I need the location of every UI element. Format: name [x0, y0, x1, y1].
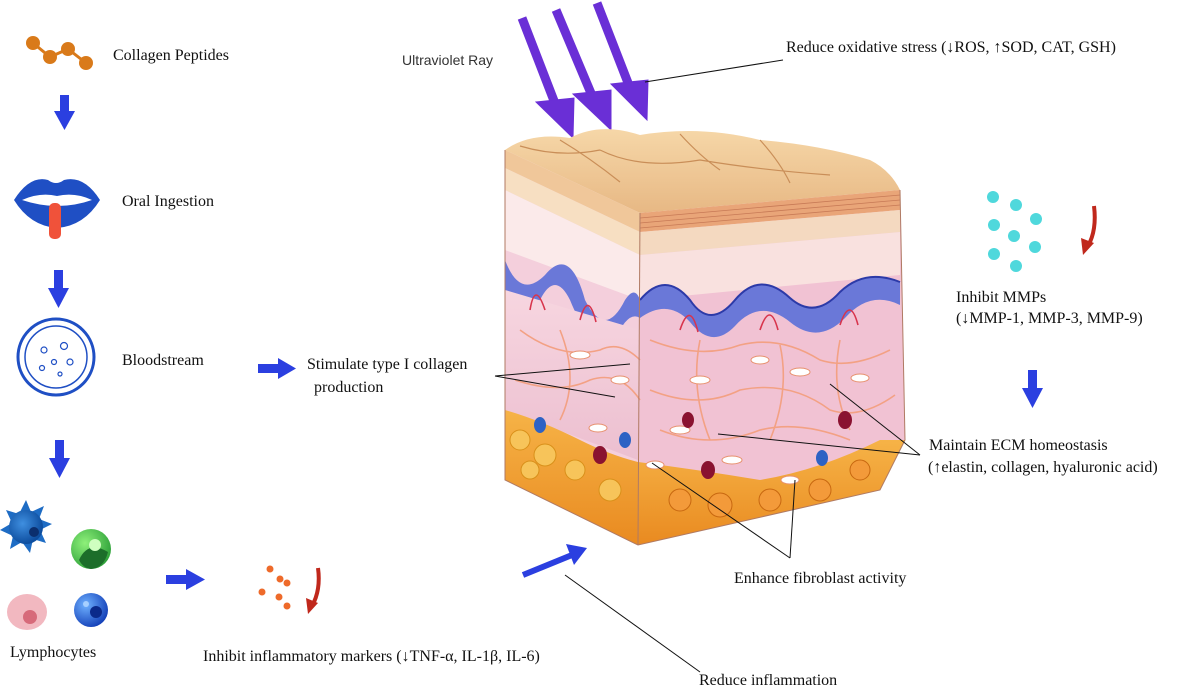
inflammatory-markers-icon [258, 565, 291, 610]
ultraviolet-ray-label: Ultraviolet Ray [402, 52, 494, 68]
right-arrow-icon [166, 569, 205, 590]
lymphocytes-label: Lymphocytes [10, 644, 97, 661]
collagen-production-label-line1: Stimulate type I collagen [307, 356, 468, 373]
uv-ray-arrows-icon [517, 1, 649, 140]
right-arrow-icon [258, 358, 296, 379]
pink-lymphocyte-icon [7, 594, 47, 630]
leader-lines [494, 59, 921, 673]
blood-vessel-icon [16, 317, 96, 397]
down-arrow-icon [48, 270, 69, 308]
green-lymphocyte-icon [71, 529, 111, 569]
skin-cross-section-illustration [504, 129, 906, 546]
ecm-homeostasis-label-line2: (↑elastin, collagen, hyaluronic acid) [928, 459, 1158, 476]
diagonal-arrow-icon [521, 544, 587, 578]
mmp-molecules-icon [987, 191, 1042, 272]
inflammatory-markers-label: Inhibit inflammatory markers (↓TNF-α, IL… [203, 648, 540, 665]
down-arrow-icon [49, 440, 70, 478]
fibroblast-activity-label: Enhance fibroblast activity [734, 570, 907, 587]
decrease-arrow-icon [1081, 205, 1097, 255]
collagen-production-label-line2: production [314, 379, 384, 396]
lips-icon [14, 179, 100, 239]
oral-ingestion-label: Oral Ingestion [122, 193, 214, 210]
oxidative-stress-label: Reduce oxidative stress (↓ROS, ↑SOD, CAT… [786, 39, 1116, 56]
macrophage-icon [0, 500, 52, 553]
down-arrow-icon [54, 95, 75, 130]
down-arrow-icon [1022, 370, 1043, 408]
inhibit-mmps-label-line1: Inhibit MMPs [956, 289, 1047, 306]
collagen-peptides-icon [26, 36, 93, 70]
bloodstream-label: Bloodstream [122, 352, 204, 369]
ecm-homeostasis-label-line1: Maintain ECM homeostasis [929, 437, 1108, 454]
reduce-inflammation-label: Reduce inflammation [699, 672, 838, 687]
inhibit-mmps-label-line2: (↓MMP-1, MMP-3, MMP-9) [956, 310, 1143, 327]
decrease-arrow-icon [306, 567, 321, 614]
blue-lymphocyte-icon [74, 593, 108, 627]
collagen-peptides-label: Collagen Peptides [113, 47, 229, 64]
